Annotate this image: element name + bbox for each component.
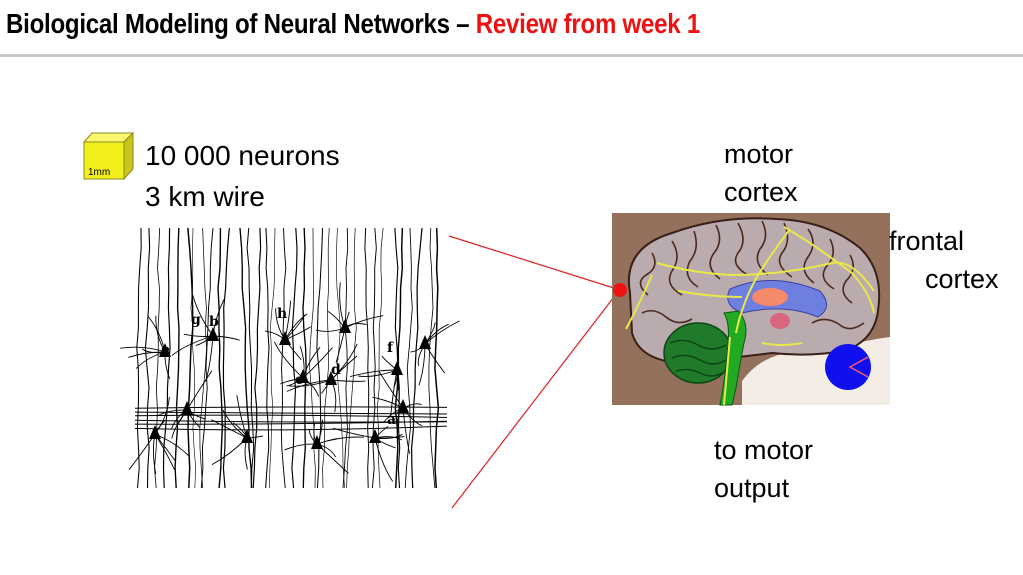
neuron-label-e: e — [161, 342, 170, 358]
motor-line1: motor — [724, 139, 794, 169]
cerebellum — [663, 322, 733, 384]
blue-circle-marker — [825, 344, 871, 390]
thalamus — [752, 288, 788, 306]
label-motor-cortex: motor cortex — [724, 135, 798, 211]
motor-line2: cortex — [724, 177, 798, 207]
neuron-label-d: d — [331, 362, 341, 378]
frontal-line2: cortex — [925, 264, 999, 294]
cube-icon: 1mm — [82, 131, 135, 181]
slide-title: Biological Modeling of Neural Networks –… — [6, 8, 700, 40]
nerve-paths — [625, 226, 875, 406]
neuron-label-f: f — [387, 340, 394, 356]
output-line2: output — [714, 473, 790, 503]
pointer-line-bottom — [451, 292, 618, 509]
neuron-label-b: b — [209, 314, 219, 330]
pointer-line-top — [448, 235, 618, 290]
neuron-count: 10 000 neurons — [145, 140, 340, 171]
neuron-label-g: g — [191, 312, 201, 328]
title-divider — [0, 54, 1023, 57]
red-dot-marker — [613, 283, 627, 297]
cube-label: 1mm — [88, 167, 110, 178]
label-motor-output: to motor output — [714, 431, 813, 507]
title-main: Biological Modeling of Neural Networks – — [6, 8, 476, 39]
neuron-label-h: h — [277, 306, 287, 322]
label-frontal-cortex: frontal cortex — [889, 222, 999, 298]
wire-length: 3 km wire — [145, 181, 265, 212]
title-accent: Review from week 1 — [475, 8, 700, 39]
frontal-line1: frontal — [889, 226, 965, 256]
output-line1: to motor — [714, 435, 814, 465]
neuron-label-c: c — [295, 372, 304, 388]
neuron-label-a: a — [387, 412, 396, 428]
